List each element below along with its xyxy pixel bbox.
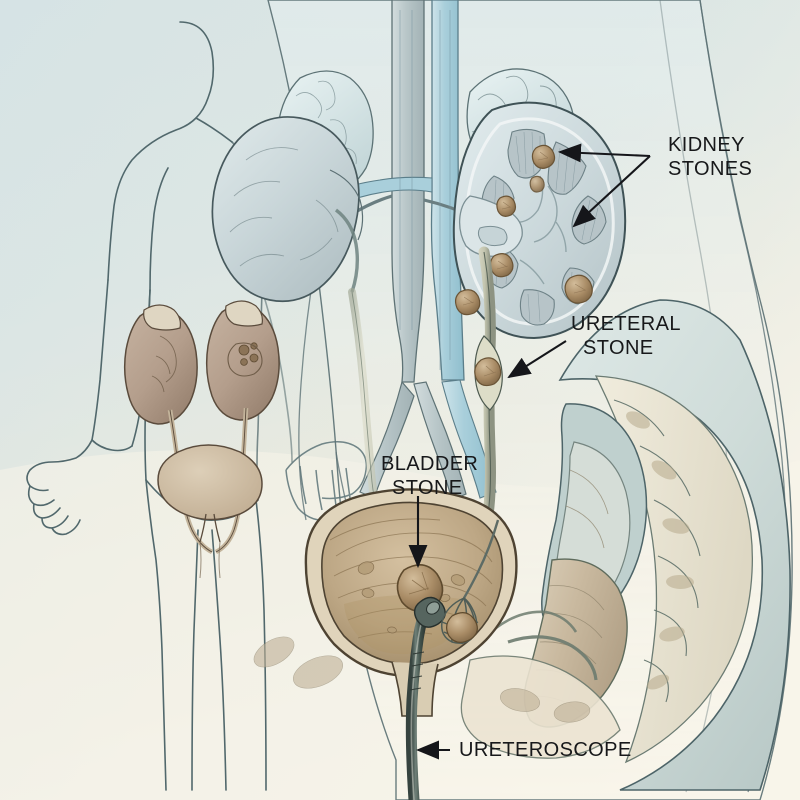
kidney-stones-label-line1: KIDNEY xyxy=(668,134,745,156)
bladder-stone-facets xyxy=(408,571,430,595)
silhouette-left-leg-inner xyxy=(191,529,199,791)
inset-left-kidney-detail xyxy=(151,335,177,393)
pelvic-floor xyxy=(460,655,621,759)
silhouette-right-leg-outer xyxy=(255,499,267,791)
inset-urethra-lower xyxy=(199,541,221,579)
basketed-stone xyxy=(446,612,478,643)
inset-bladder xyxy=(157,444,263,521)
seminal-duct xyxy=(507,635,598,681)
perineal-texture xyxy=(253,636,591,723)
inset-right-adrenal xyxy=(225,300,263,327)
ureteral-stone-label-line1: URETERAL xyxy=(571,313,681,335)
bladder-small-deposits xyxy=(357,561,466,634)
inset-urethra xyxy=(199,513,221,543)
silhouette-wrist xyxy=(91,439,133,452)
silhouette-left-hand xyxy=(26,439,93,492)
ureteroscope-label: URETEROSCOPE xyxy=(459,739,632,761)
silhouette-head xyxy=(179,21,233,143)
right-kidney-group xyxy=(452,68,627,340)
bladder-stone-annotation: BLADDER STONE xyxy=(381,453,478,569)
left-kidney-group xyxy=(211,70,374,303)
right-common-iliac-artery xyxy=(413,381,467,501)
basket-wire xyxy=(462,519,500,599)
kidney-stone-5 xyxy=(454,289,481,316)
silhouette-right-leg-inner xyxy=(211,529,227,791)
ureteral-stone-label-line2: STONE xyxy=(583,337,654,359)
ureteral-stone-facets xyxy=(483,365,497,377)
kidney-stone-6 xyxy=(529,175,545,193)
left-kidney-hilum-edge xyxy=(329,169,364,241)
scope-articulation-rings xyxy=(409,651,425,691)
pelvic-outer-wall xyxy=(558,299,791,791)
kidney-stone-1 xyxy=(531,144,556,169)
ureteroscope-group xyxy=(405,519,500,800)
ureteroscope-lens xyxy=(426,601,440,615)
kidney-stone-2 xyxy=(496,195,517,217)
great-vessels xyxy=(326,0,559,501)
kidney-stones-annotation: KIDNEY STONES xyxy=(557,134,752,228)
renal-pelvis-inner xyxy=(477,225,508,247)
inset-calyx-ring xyxy=(227,342,263,377)
kidney-stone-3 xyxy=(489,253,514,278)
urinary-system-inset xyxy=(123,300,280,579)
ureteroscope-annotation: URETEROSCOPE xyxy=(415,739,632,761)
left-renal-pelvis xyxy=(334,208,360,293)
silhouette-right-arm xyxy=(261,289,293,463)
vertebral-marrow-texture xyxy=(626,411,694,690)
kidney-stone-4 xyxy=(564,274,593,304)
pelvic-anatomy xyxy=(253,299,791,791)
kidney-stones-label-line2: STONES xyxy=(668,158,752,180)
inset-left-adrenal xyxy=(143,304,181,331)
left-kidney-shading xyxy=(229,147,339,267)
annotation-layer: KIDNEY STONES URETERAL STONE BLADDER STO… xyxy=(381,134,752,761)
ureteral-stone-annotation: URETERAL STONE xyxy=(507,313,681,379)
right-common-iliac-vein xyxy=(441,379,497,499)
stone-facets xyxy=(462,151,587,306)
bladder-stone-label-line1: BLADDER xyxy=(381,453,478,475)
vessel-detail-lines xyxy=(399,10,451,370)
ureteral-stone-arrow xyxy=(507,340,567,379)
silhouette-armpit xyxy=(149,167,169,291)
left-kidney-body xyxy=(211,116,360,303)
silhouette-finger-4 xyxy=(51,519,81,536)
bladder-stone-label-line2: STONE xyxy=(392,477,463,499)
kidney-stones-arrow-upper xyxy=(557,143,651,163)
ureteral-stone xyxy=(474,357,502,387)
silhouette-left-arm-outer xyxy=(91,279,109,441)
kidney-stones-arrow-lower xyxy=(572,155,651,228)
silhouette-left-shoulder xyxy=(107,117,197,281)
silhouette-left-leg-outer xyxy=(145,479,167,791)
vas-deferens xyxy=(495,610,578,633)
